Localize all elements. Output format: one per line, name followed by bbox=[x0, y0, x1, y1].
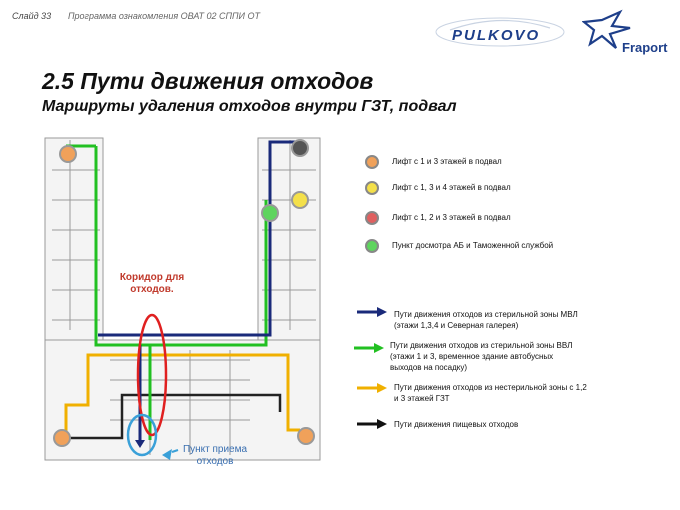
reception-point-label: Пункт приема отходов bbox=[182, 444, 248, 467]
page-title: 2.5 Пути движения отходов bbox=[42, 68, 374, 94]
checkpoint-marker bbox=[261, 204, 279, 222]
elevator-marker bbox=[53, 429, 71, 447]
legend-dot-red bbox=[365, 211, 379, 225]
corridor-label: Коридор для отходов. bbox=[119, 272, 185, 295]
page-subtitle: Маршруты удаления отходов внутри ГЗТ, по… bbox=[42, 98, 457, 115]
route-green-bottom bbox=[96, 200, 268, 347]
legend-route-label: Пути движения пищевых отходов bbox=[394, 420, 519, 429]
legend-route-label: Пути движения отходов из стерильной зоны… bbox=[390, 341, 573, 350]
legend-route-label: Пути движения отходов из стерильной зоны… bbox=[394, 310, 578, 319]
pulkovo-logo: PULKOVO bbox=[435, 17, 565, 47]
legend-route-label: выходов на посадку) bbox=[390, 363, 468, 372]
corridor-ellipse bbox=[136, 313, 168, 437]
arrow-green-icon bbox=[354, 343, 384, 353]
legend-route-label: (этажи 1,3,4 и Северная галерея) bbox=[394, 321, 519, 330]
elevator-marker bbox=[291, 191, 309, 209]
arrow-black-icon bbox=[357, 419, 387, 429]
legend-dot-green bbox=[365, 239, 379, 253]
route-black bbox=[70, 393, 282, 440]
legend-dot-yellow bbox=[365, 181, 379, 195]
legend-point-label: Лифт с 1, 2 и 3 этажей в подвал bbox=[392, 213, 511, 222]
arrow-yellow-icon bbox=[357, 383, 387, 393]
slide-number: Слайд 33 bbox=[12, 11, 52, 21]
arrow-navy-icon bbox=[357, 307, 387, 317]
legend-point-label: Лифт с 1 и 3 этажей в подвал bbox=[392, 157, 502, 166]
floor-plan bbox=[44, 137, 321, 461]
route-yellow bbox=[64, 353, 300, 438]
route-navy bbox=[98, 140, 300, 337]
legend-route-label: Пути движения отходов из нестерильной зо… bbox=[394, 383, 587, 392]
legend-point-label: Лифт с 1, 3 и 4 этажей в подвал bbox=[392, 183, 511, 192]
program-name: Программа ознакомления ОВАТ 02 СППИ ОТ bbox=[68, 11, 260, 21]
legend-point-label: Пункт досмотра АБ и Таможенной службой bbox=[392, 241, 554, 250]
legend-route-label: и 3 этажей ГЗТ bbox=[394, 394, 450, 403]
pulkovo-logo-text: PULKOVO bbox=[452, 27, 540, 44]
elevator-marker bbox=[291, 139, 309, 157]
elevator-marker bbox=[297, 427, 315, 445]
reception-ellipse bbox=[126, 413, 158, 457]
fraport-logo-text: Fraport bbox=[622, 40, 668, 55]
elevator-marker bbox=[59, 145, 77, 163]
legend-dot-orange bbox=[365, 155, 379, 169]
fraport-logo: Fraport bbox=[582, 9, 668, 55]
legend-route-label: (этажи 1 и 3, временное здание автобусны… bbox=[390, 352, 554, 361]
